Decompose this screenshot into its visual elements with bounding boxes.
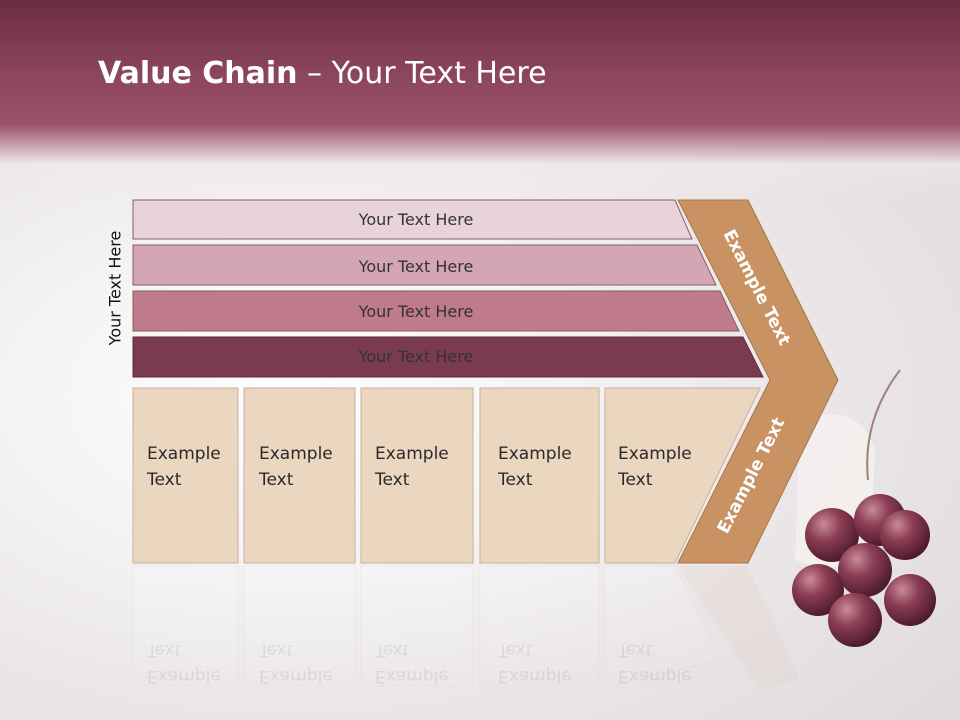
box-5: Example Text: [604, 387, 761, 564]
row-1-label: Your Text Here: [358, 210, 474, 229]
box-2-line1: Example: [259, 444, 333, 464]
reflection: Example Text Example Text Example Text E…: [132, 565, 800, 690]
row-3-shape: [132, 290, 740, 332]
box-2-line2: Text: [258, 470, 294, 490]
box-3-shape: [360, 387, 474, 564]
page-title: Value Chain – Your Text Here: [98, 56, 547, 91]
box-3-line2: Text: [374, 470, 410, 490]
box-3-reflect-line2: Text: [374, 640, 410, 660]
box-1-reflect-line1: Example: [147, 666, 221, 686]
box-1: Example Text: [132, 387, 239, 564]
box-5-reflect-line2: Text: [617, 640, 653, 660]
box-5-line1: Example: [618, 444, 692, 464]
title-bold: Value Chain: [98, 56, 298, 91]
box-4-shape: [479, 387, 600, 564]
row-4-label: Your Text Here: [358, 347, 474, 366]
row-1-shape: [132, 199, 693, 240]
row-3-label: Your Text Here: [358, 302, 474, 321]
box-1-shape: [132, 387, 239, 564]
chevron-shape: [677, 199, 839, 564]
box-4: Example Text: [479, 387, 600, 564]
box-1-line2: Text: [146, 470, 182, 490]
row-3: Your Text Here: [132, 290, 740, 332]
box-2-shape: [243, 387, 356, 564]
header-band: [0, 0, 960, 200]
box-1-line1: Example: [147, 444, 221, 464]
box-5-shape: [604, 387, 761, 564]
row-1: Your Text Here: [132, 199, 693, 240]
row-4-shape: [132, 336, 764, 378]
title-rest: – Your Text Here: [297, 56, 547, 91]
box-1-reflect-line2: Text: [146, 640, 182, 660]
box-3-line1: Example: [375, 444, 449, 464]
row-2-shape: [132, 244, 717, 286]
box-2-reflect-line1: Example: [259, 666, 333, 686]
box-2: Example Text: [243, 387, 356, 564]
row-2: Your Text Here: [132, 244, 717, 286]
row-4: Your Text Here: [132, 336, 764, 378]
box-4-line2: Text: [497, 470, 533, 490]
box-4-line1: Example: [498, 444, 572, 464]
box-2-reflect-line2: Text: [258, 640, 294, 660]
box-5-line2: Text: [617, 470, 653, 490]
box-4-reflect-line1: Example: [498, 666, 572, 686]
box-5-reflect-line1: Example: [618, 666, 692, 686]
box-4-reflect-line2: Text: [497, 640, 533, 660]
box-3-reflect-line1: Example: [375, 666, 449, 686]
box-3: Example Text: [360, 387, 474, 564]
row-2-label: Your Text Here: [358, 257, 474, 276]
